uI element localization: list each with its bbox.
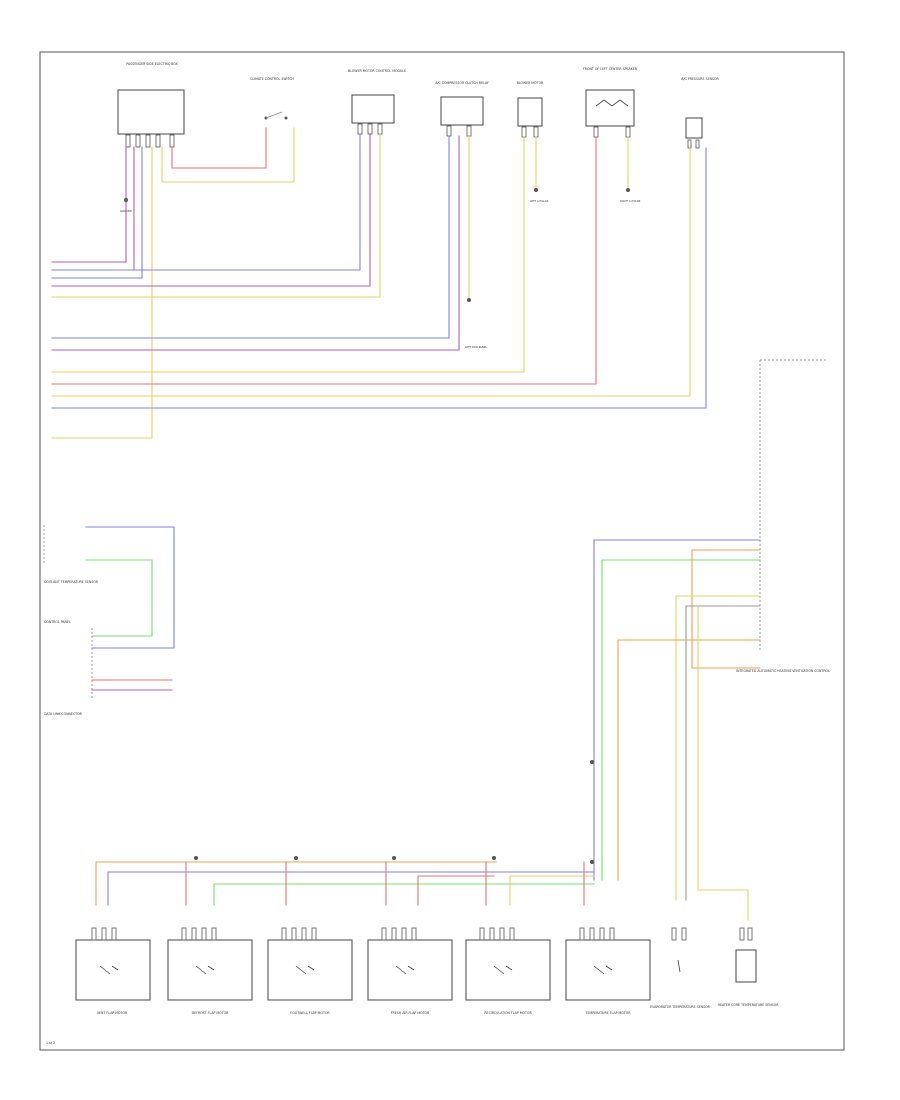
component-label: A/C PRESSURE SENSOR xyxy=(681,77,719,81)
sensor-evaporator: EVAPORATOR TEMPERATURE SENSOR xyxy=(650,927,711,1009)
top-component-climate-switch: CLIMATE CONTROL SWITCH xyxy=(250,77,294,120)
right-module-ihkv: INTEGRATED AUTOMATIC HEATING VENTILATION… xyxy=(593,359,830,921)
diagram-frame xyxy=(39,51,845,1051)
actuator-defrost-flap: DEFROST FLAP MOTOR xyxy=(167,927,253,1015)
sensor-heater-core: HEATER CORE TEMPERATURE SENSOR xyxy=(718,927,780,1007)
top-component-pressure-sensor: A/C PRESSURE SENSOR xyxy=(681,77,720,149)
component-label: PASSENGER SIDE ELECTRIC BOX xyxy=(126,62,178,66)
component-label: COOLANT TEMPERATURE SENSOR xyxy=(44,580,99,584)
left-module-control-panel: CONTROL PANEL DATA LINK CONNECTOR xyxy=(44,620,173,716)
component-label: FRESH AIR FLAP MOTOR xyxy=(391,1011,430,1015)
component-label: CONTROL PANEL xyxy=(44,620,71,624)
component-label: DATA LINK CONNECTOR xyxy=(44,712,83,716)
component-label: A/C COMPRESSOR CLUTCH RELAY xyxy=(435,81,488,85)
component-label: FRONT OF LEFT CENTER SPEAKER xyxy=(583,67,638,71)
actuator-temperature-flap: TEMPERATURE FLAP MOTOR xyxy=(565,927,651,1015)
top-component-electric-box: PASSENGER SIDE ELECTRIC BOX xyxy=(117,62,185,148)
ground-label: LEFT KICK PANEL xyxy=(465,345,487,349)
actuator-footwell-flap: FOOTWELL FLAP MOTOR xyxy=(267,927,353,1015)
top-wiring xyxy=(51,127,707,439)
component-label: EVAPORATOR TEMPERATURE SENSOR xyxy=(650,1005,710,1009)
ground-label: GROUND xyxy=(120,209,132,213)
ground-label: LEFT A PILLAR xyxy=(530,199,549,203)
component-label: HEATER CORE TEMPERATURE SENSOR xyxy=(718,1003,780,1007)
actuator-fresh-air-flap: FRESH AIR FLAP MOTOR xyxy=(367,927,453,1015)
component-label: CLIMATE CONTROL SWITCH xyxy=(250,77,294,81)
top-component-blower-module: BLOWER MOTOR CONTROL MODULE xyxy=(348,69,406,135)
component-label: FOOTWELL FLAP MOTOR xyxy=(290,1011,330,1015)
component-label: VENT FLAP MOTOR xyxy=(97,1011,128,1015)
bottom-bus xyxy=(95,760,595,906)
component-label: DEFROST FLAP MOTOR xyxy=(192,1011,230,1015)
top-component-blower-motor: BLOWER MOTOR xyxy=(517,81,544,138)
component-label: TEMPERATURE FLAP MOTOR xyxy=(585,1011,632,1015)
top-component-ac-relay: A/C COMPRESSOR CLUTCH RELAY xyxy=(435,81,489,137)
page-reference: 1 of 2 xyxy=(46,1041,55,1045)
top-component-speaker: FRONT OF LEFT CENTER SPEAKER xyxy=(583,67,638,138)
left-module-coolant-sensor: COOLANT TEMPERATURE SENSOR xyxy=(43,525,175,649)
component-label: BLOWER MOTOR xyxy=(517,81,544,85)
ground-label: RIGHT A PILLAR xyxy=(620,199,641,203)
actuator-recirculation-flap: RECIRCULATION FLAP MOTOR xyxy=(465,927,551,1015)
component-label: BLOWER MOTOR CONTROL MODULE xyxy=(348,69,406,73)
component-label: RECIRCULATION FLAP MOTOR xyxy=(484,1011,532,1015)
actuator-vent-flap: VENT FLAP MOTOR xyxy=(75,927,151,1015)
component-label: INTEGRATED AUTOMATIC HEATING VENTILATION… xyxy=(736,669,830,673)
